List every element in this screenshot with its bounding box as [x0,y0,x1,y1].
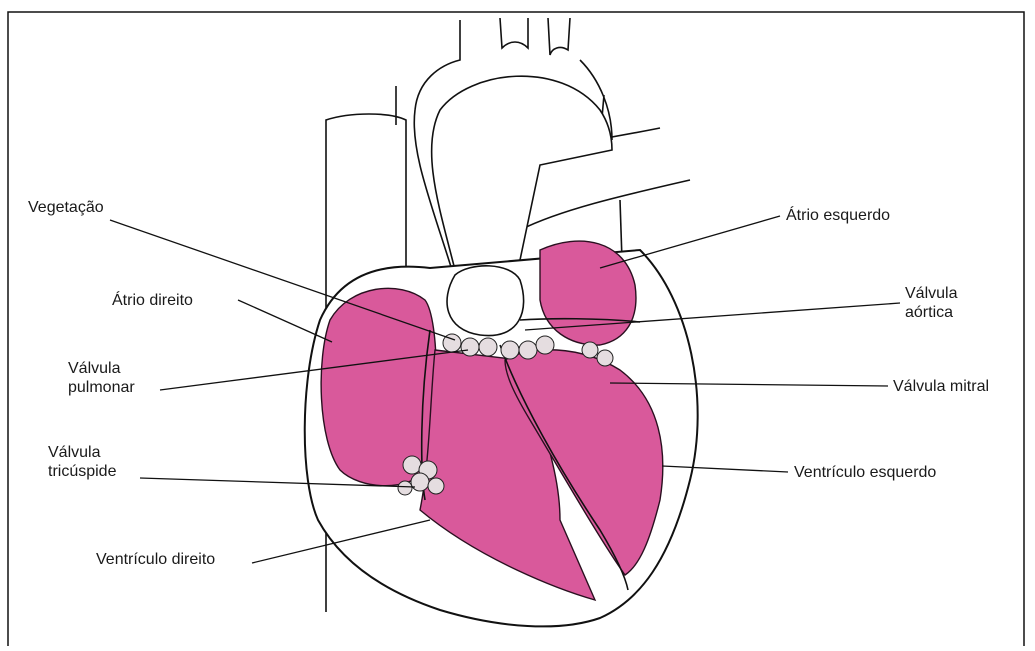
label-valvula-mitral: Válvula mitral [893,377,989,396]
leader-atrio-direito [238,300,332,342]
label-valvula-pulmonar: Válvula pulmonar [68,359,135,397]
right-atrium-chamber [321,288,436,485]
label-atrio-direito: Átrio direito [112,291,193,310]
label-atrio-esquerdo: Átrio esquerdo [786,206,890,225]
label-valvula-aortica: Válvula aórtica [905,284,957,322]
label-vegetacao: Vegetação [28,198,104,217]
label-ventriculo-esquerdo: Ventrículo esquerdo [794,463,936,482]
label-valvula-tricuspide: Válvula tricúspide [48,443,116,481]
leader-atrio-esquerdo [600,216,780,268]
label-ventriculo-direito: Ventrículo direito [96,550,215,569]
